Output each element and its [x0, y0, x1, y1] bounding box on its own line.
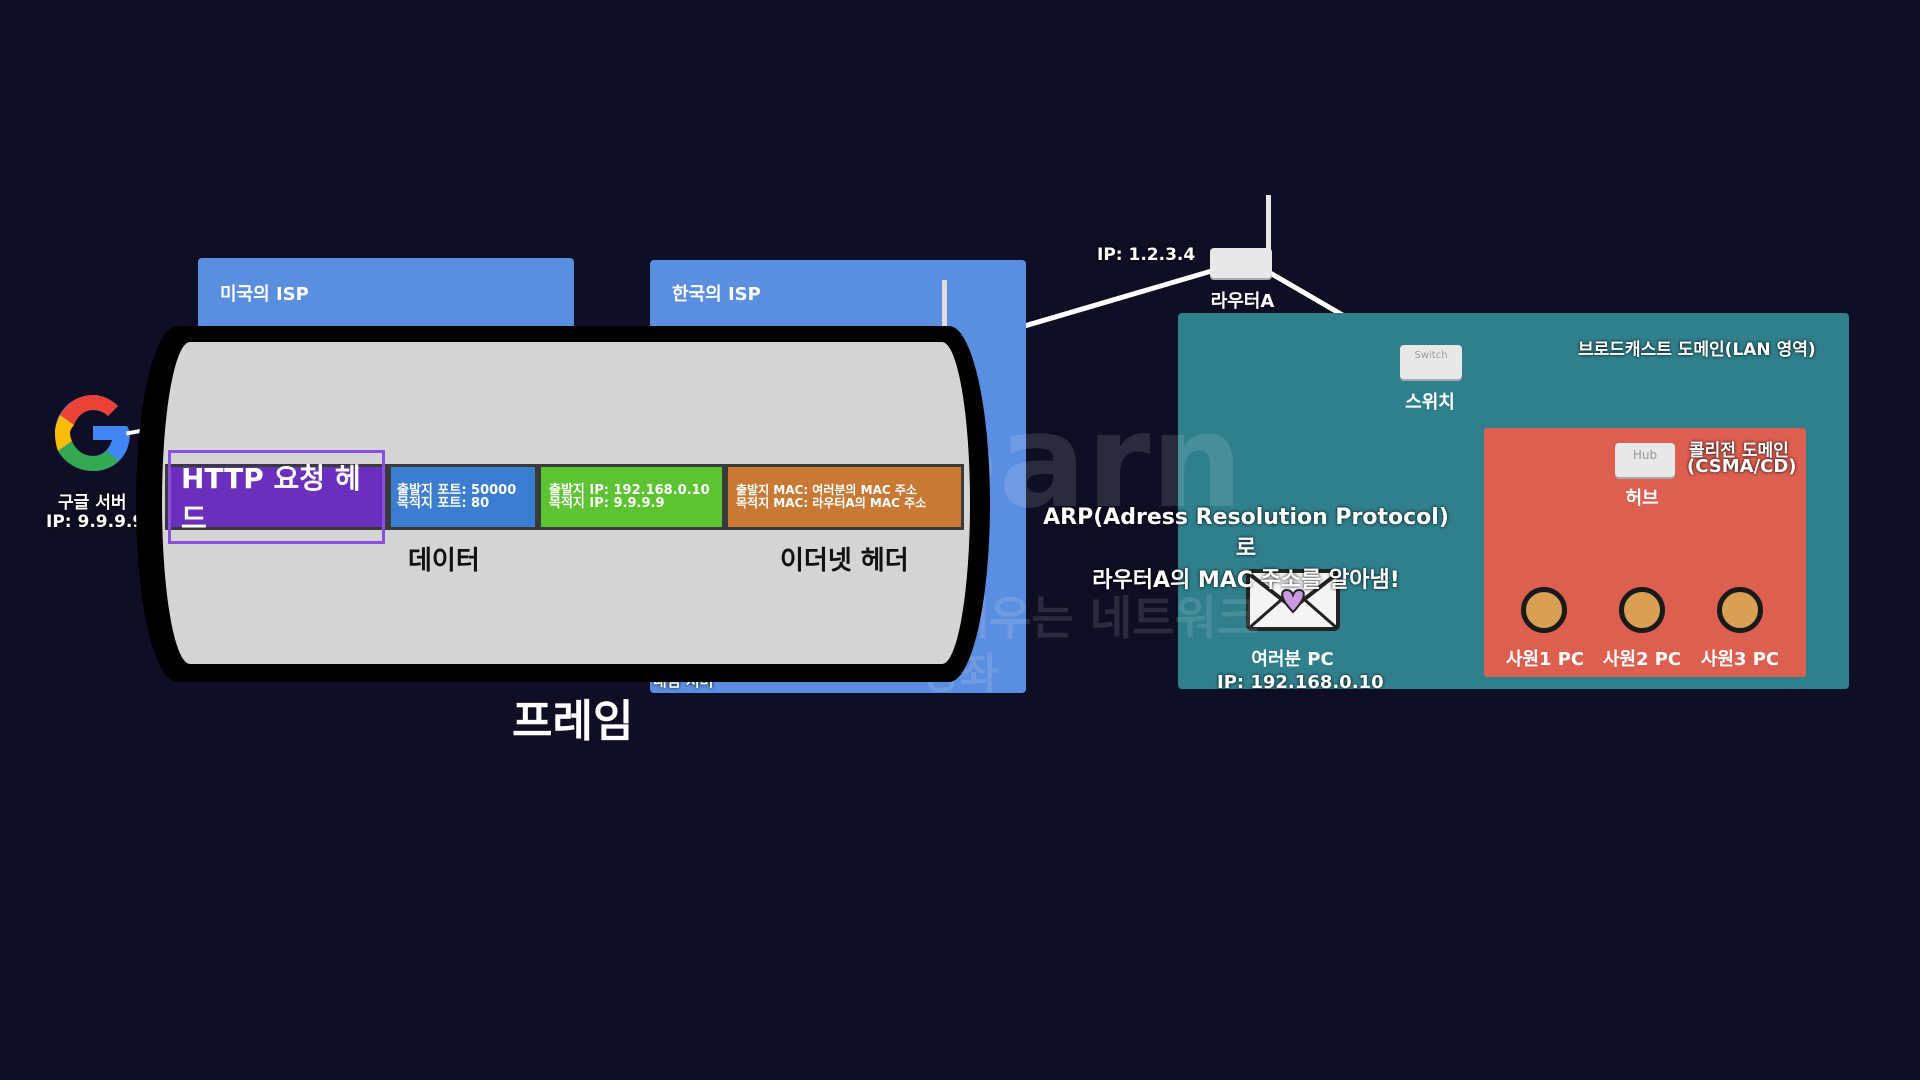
employee-pc-1-icon [1521, 587, 1567, 633]
switch-label: 스위치 [1405, 392, 1455, 413]
tcp-src-port: 출발지 포트: 50000 [397, 483, 517, 498]
hub-device-text: Hub [1632, 448, 1658, 462]
google-server-ip: IP: 9.9.9.9 [46, 512, 145, 532]
switch-icon: Switch [1400, 345, 1462, 379]
collision-domain-label-1: 콜리전 도메인 [1689, 441, 1789, 461]
envelope-icon [1246, 569, 1340, 631]
employee-pc-2-label: 사원2 PC [1602, 649, 1682, 670]
isp-kr-label: 한국의 ISP [672, 284, 761, 305]
arp-annotation: ARP(Adress Resolution Protocol)로 라우터A의 M… [1036, 505, 1456, 594]
ethernet-header-label: 이더넷 헤더 [780, 546, 909, 576]
antenna-icon [942, 280, 947, 330]
arp-line-1: ARP(Adress Resolution Protocol)로 [1043, 505, 1449, 561]
ethernet-header: 출발지 MAC: 여러분의 MAC 주소 목적지 MAC: 라우터A의 MAC … [725, 464, 964, 530]
your-pc-ip: IP: 192.168.0.10 [1217, 672, 1384, 693]
employee-pc-2-icon [1619, 587, 1665, 633]
mac-dst: 목적지 MAC: 라우터A의 MAC 주소 [736, 496, 927, 510]
employee-pc-3-label: 사원3 PC [1700, 649, 1780, 670]
router-antenna-icon [1266, 195, 1271, 255]
switch-device-text: Switch [1414, 350, 1448, 361]
broadcast-domain-label: 브로드캐스트 도메인(LAN 영역) [1578, 340, 1816, 360]
google-logo-icon [55, 395, 130, 471]
tcp-dst-port: 목적지 포트: 80 [397, 496, 490, 511]
http-request-header: HTTP 요청 헤드 [165, 450, 388, 544]
google-server-name: 구글 서버 [58, 493, 127, 513]
your-pc-label: 여러분 PC [1251, 649, 1334, 670]
ip-header: 출발지 IP: 192.168.0.10 목적지 IP: 9.9.9.9 [538, 464, 725, 530]
ip-dst: 목적지 IP: 9.9.9.9 [549, 496, 665, 511]
router-icon [1210, 248, 1272, 278]
employee-pc-3-icon [1717, 587, 1763, 633]
router-label: 라우터A [1210, 291, 1275, 312]
frame-title: 프레임 [512, 696, 634, 747]
mac-src: 출발지 MAC: 여러분의 MAC 주소 [736, 483, 917, 497]
employee-pc-1-label: 사원1 PC [1505, 649, 1585, 670]
tcp-header: 출발지 포트: 50000 목적지 포트: 80 [388, 464, 538, 530]
frame-segments: HTTP 요청 헤드 출발지 포트: 50000 목적지 포트: 80 출발지 … [165, 450, 964, 544]
collision-domain-label-2: (CSMA/CD) [1687, 456, 1797, 477]
arp-line-2: 라우터A의 MAC 주소를 알아냄! [1092, 568, 1400, 593]
isp-us-label: 미국의 ISP [220, 284, 309, 305]
data-label: 데이터 [408, 546, 480, 576]
router-ip: IP: 1.2.3.4 [1097, 245, 1196, 265]
hub-label: 허브 [1625, 488, 1659, 509]
ip-src: 출발지 IP: 192.168.0.10 [549, 483, 710, 498]
hub-icon: Hub [1615, 443, 1675, 477]
http-request-header-text: HTTP 요청 헤드 [168, 450, 385, 544]
isp-us-box: 미국의 ISP [198, 258, 574, 338]
